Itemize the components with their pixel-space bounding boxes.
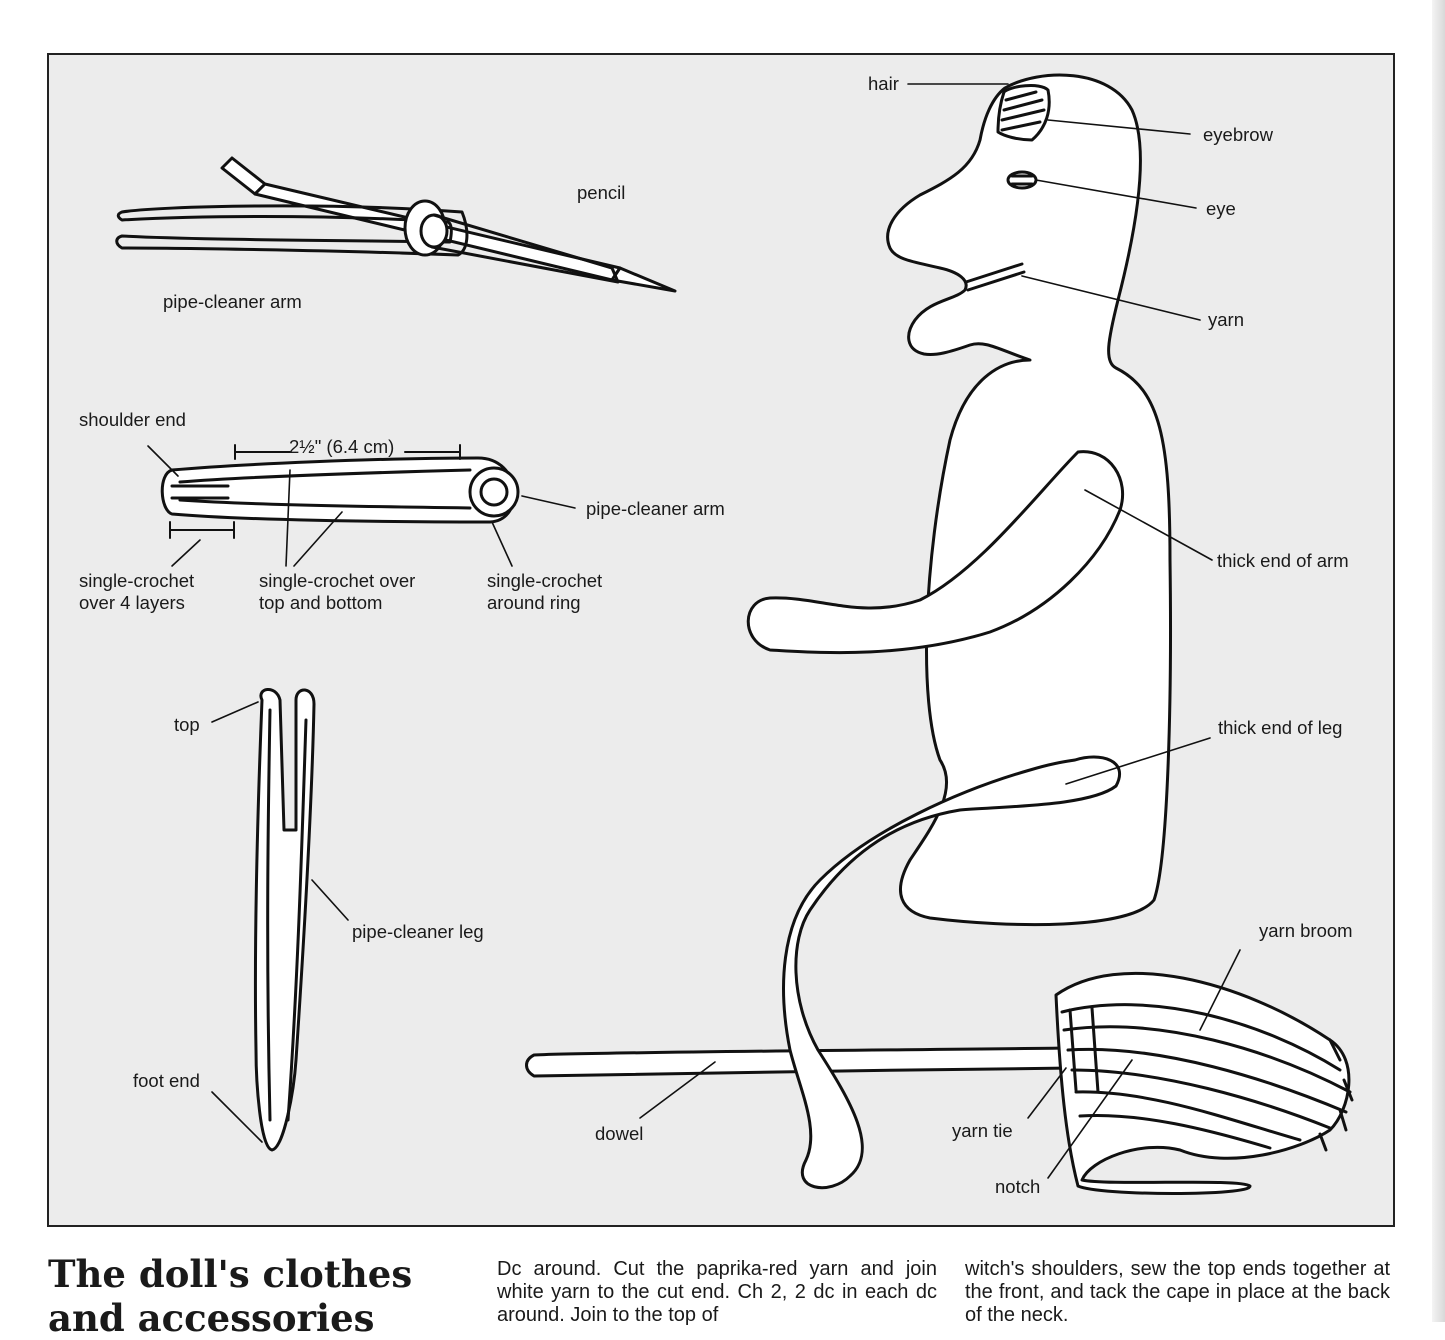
label-top: top	[174, 714, 200, 735]
label-pencil: pencil	[577, 182, 626, 203]
arm-figure	[147, 444, 576, 567]
page-edge	[1432, 0, 1445, 1322]
leg-figure	[211, 688, 349, 1152]
text-column-2: witch's shoulders, sew the top ends toge…	[965, 1258, 1390, 1326]
pencil-arm-figure	[115, 156, 677, 293]
label-shoulder-end: shoulder end	[79, 409, 186, 430]
label-hair: hair	[868, 73, 899, 94]
label-sc-over-4-layers: single-crochet over 4 layers	[79, 570, 195, 613]
label-thick-end-of-arm: thick end of arm	[1217, 550, 1349, 571]
label-notch: notch	[995, 1176, 1041, 1197]
label-eye: eye	[1206, 198, 1236, 219]
label-yarn-tie: yarn tie	[952, 1120, 1013, 1141]
doll-body-figure	[746, 73, 1213, 1190]
label-foot-end: foot end	[133, 1070, 200, 1091]
label-yarn-broom: yarn broom	[1259, 920, 1353, 941]
label-measurement: 2½" (6.4 cm)	[289, 436, 395, 457]
label-pipe-cleaner-arm-mid: pipe-cleaner arm	[586, 498, 725, 519]
label-thick-end-of-leg: thick end of leg	[1218, 717, 1343, 738]
label-pipe-cleaner-arm-top: pipe-cleaner arm	[163, 291, 302, 312]
broom-figure	[525, 949, 1354, 1195]
label-eyebrow: eyebrow	[1203, 124, 1273, 145]
label-dowel: dowel	[595, 1123, 644, 1144]
label-pipe-cleaner-leg: pipe-cleaner leg	[352, 921, 484, 942]
label-sc-over-top-bottom: single-crochet over top and bottom	[259, 570, 416, 613]
section-heading: The doll's clothes and accessories	[48, 1252, 413, 1340]
label-sc-around-ring: single-crochet around ring	[487, 570, 603, 613]
text-column-1: Dc around. Cut the paprika-red yarn and …	[497, 1258, 937, 1326]
label-yarn: yarn	[1208, 309, 1244, 330]
